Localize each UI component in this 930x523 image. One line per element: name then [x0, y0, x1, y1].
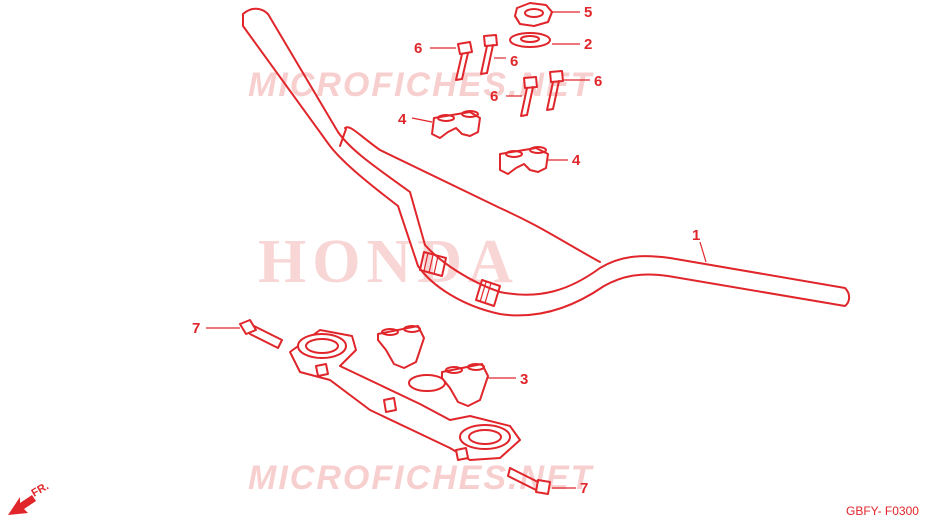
callout-6a: 6 [414, 40, 422, 57]
callout-4b: 4 [572, 152, 581, 169]
handlebar[interactable] [242, 7, 851, 317]
watermark-honda: HONDA [258, 228, 519, 296]
bolt-d[interactable] [546, 70, 564, 111]
callout-2: 2 [584, 36, 592, 53]
bolt-lower-bottom[interactable] [507, 467, 551, 495]
callout-7b: 7 [580, 480, 588, 497]
bolt-b[interactable] [480, 34, 498, 75]
bolt-lower-top[interactable] [239, 319, 283, 349]
diagram-code: GBFY- F0300 [846, 504, 919, 518]
callout-6b: 6 [510, 53, 518, 70]
direction-label: FR. [30, 480, 51, 499]
upper-holder-right[interactable] [499, 146, 549, 175]
watermark-top: MICROFICHES.NET [248, 66, 595, 104]
knurl-lower [475, 279, 501, 307]
callout-1: 1 [692, 227, 700, 244]
callout-4a: 4 [398, 111, 407, 128]
bolt-a[interactable] [455, 41, 473, 81]
leader-4a [411, 117, 433, 123]
callout-3: 3 [520, 371, 528, 388]
washer[interactable] [509, 32, 551, 48]
nut[interactable] [514, 2, 553, 27]
leader-1 [699, 241, 707, 263]
upper-holder-left[interactable] [431, 110, 481, 139]
lower-holder[interactable] [289, 325, 521, 461]
front-arrow-icon [8, 495, 36, 515]
callout-7a: 7 [192, 320, 200, 337]
callout-6c: 6 [490, 88, 498, 105]
knurl-upper [419, 251, 447, 277]
callout-5: 5 [584, 4, 592, 21]
callout-6d: 6 [594, 73, 602, 90]
bolt-c[interactable] [520, 76, 538, 117]
